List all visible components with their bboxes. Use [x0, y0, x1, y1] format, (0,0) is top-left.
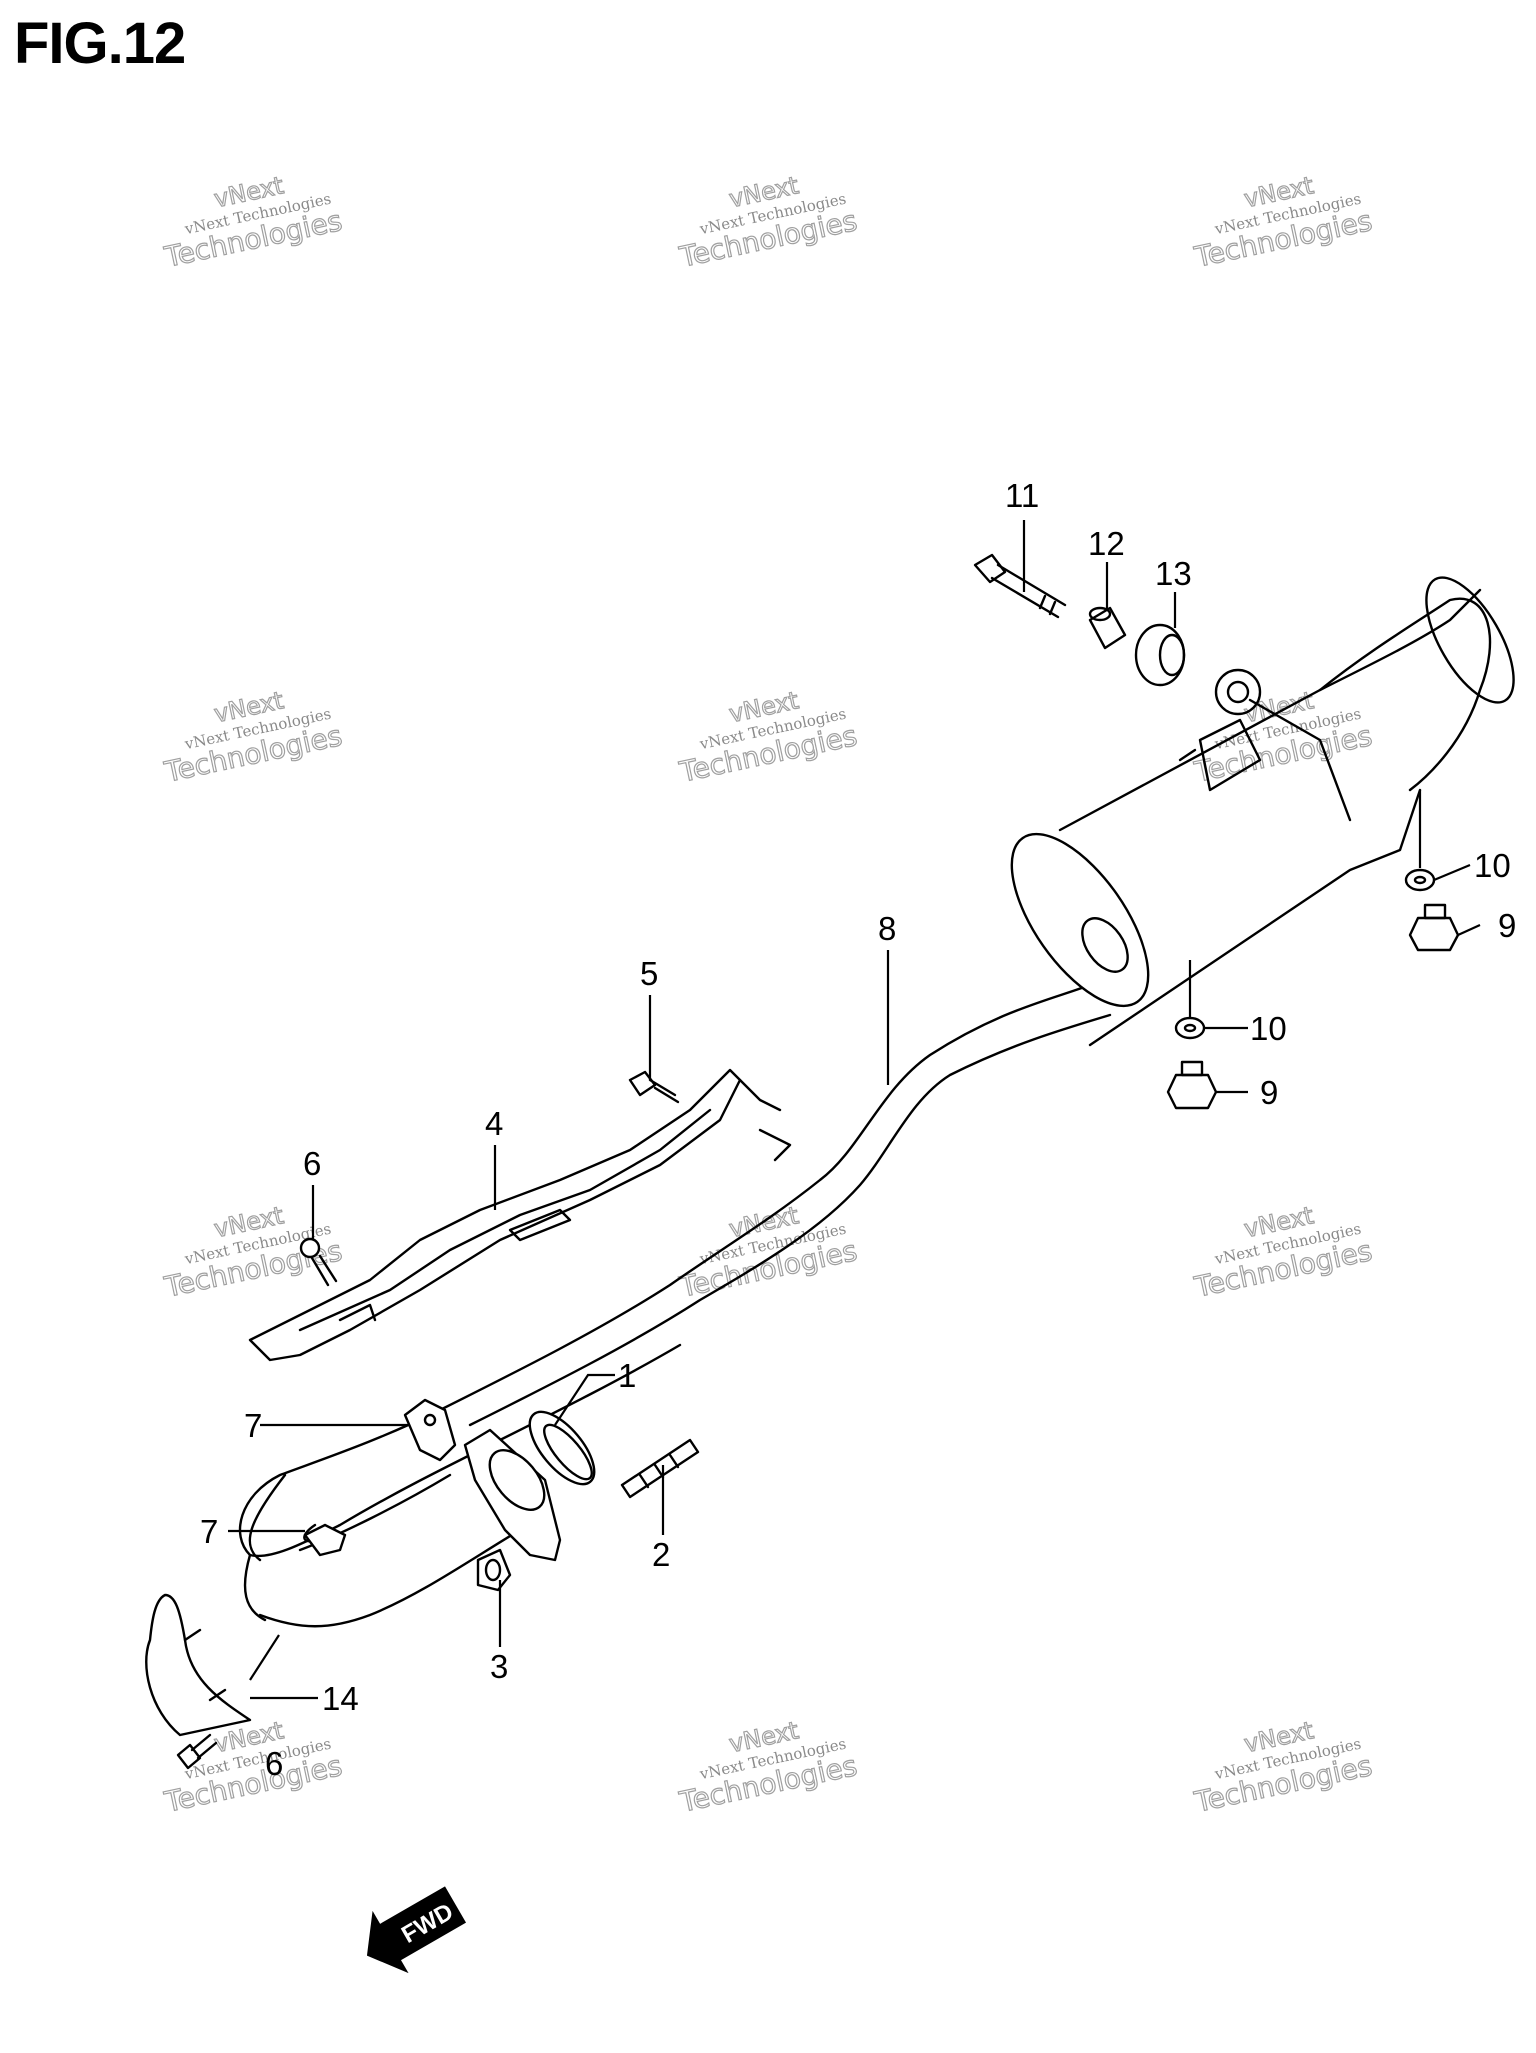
- callout-3: 3: [490, 1648, 508, 1685]
- leader-lines: [228, 520, 1481, 1700]
- callout-2: 2: [652, 1536, 670, 1573]
- collar: [1088, 606, 1127, 650]
- exhaust-flange: [463, 1428, 562, 1562]
- callout-9-lower: 9: [1260, 1074, 1278, 1111]
- pipe-guard: [145, 1593, 252, 1737]
- muffler: [1010, 576, 1515, 1047]
- callout-5: 5: [640, 955, 658, 992]
- callout-14: 14: [322, 1680, 359, 1717]
- clamp-lower: [303, 1523, 347, 1557]
- washer-lower: [1174, 1016, 1206, 1040]
- callout-7-lower: 7: [200, 1513, 218, 1550]
- fwd-direction-arrow: FWD: [366, 1886, 467, 1974]
- nut: [476, 1548, 512, 1592]
- stud-bolt: [620, 1438, 700, 1499]
- clamp-upper: [403, 1398, 457, 1462]
- callout-13: 13: [1155, 555, 1192, 592]
- callout-4: 4: [485, 1105, 503, 1142]
- plug-lower: [1166, 1060, 1218, 1110]
- grommet: [1134, 623, 1186, 687]
- heat-shield: [248, 1068, 782, 1362]
- callout-6-upper: 6: [303, 1145, 321, 1182]
- callout-labels: 1 2 3 4 5 6 6 7 7 8 9 9 10 10 11 12 13 1…: [200, 477, 1516, 1782]
- bolt-6-upper: [299, 1237, 338, 1287]
- callout-12: 12: [1088, 525, 1125, 562]
- callout-6-lower: 6: [265, 1745, 283, 1782]
- callout-10-lower: 10: [1250, 1010, 1287, 1047]
- bolt-6-lower: [176, 1733, 218, 1770]
- callout-9-upper: 9: [1498, 907, 1516, 944]
- callout-11: 11: [1005, 477, 1039, 514]
- plug-upper: [1408, 903, 1460, 952]
- callout-8: 8: [878, 910, 896, 947]
- figure-title: FIG.12: [14, 11, 186, 76]
- callout-7-upper: 7: [244, 1407, 262, 1444]
- callout-1: 1: [618, 1357, 636, 1394]
- callout-10-upper: 10: [1474, 847, 1511, 884]
- bolt-5: [628, 1070, 680, 1104]
- gasket: [528, 1410, 596, 1486]
- mounting-bolt: [973, 553, 1067, 619]
- washer-upper: [1404, 868, 1436, 892]
